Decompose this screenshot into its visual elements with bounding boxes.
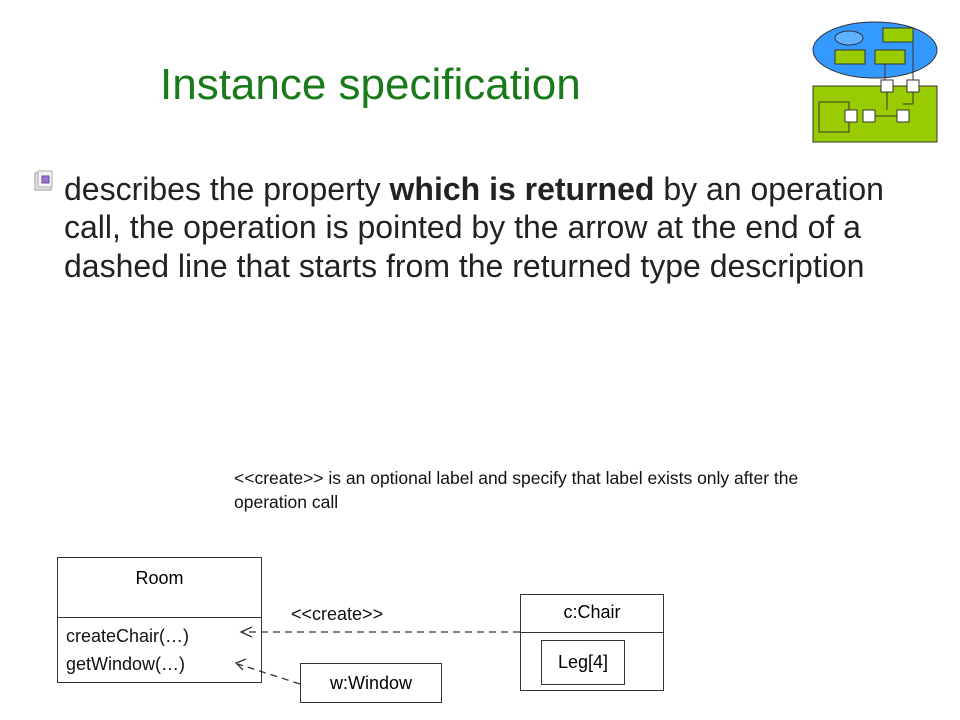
operation-get-window: getWindow(…) — [66, 654, 186, 674]
logo-diagram-icon — [812, 21, 938, 143]
leg-part-box: Leg[4] — [541, 640, 625, 685]
room-class-name: Room — [58, 558, 261, 618]
bullet-text-part1: describes the property — [64, 171, 390, 207]
create-label-note: <<create>> is an optional label and spec… — [234, 468, 799, 513]
window-instance-box: w:Window — [300, 663, 442, 703]
room-class-box: Room createChair(…) getWindow(…) — [57, 557, 262, 683]
create-chair-arrow — [239, 626, 520, 638]
bullet-text-part2: by an operation call, the operation is p… — [64, 171, 884, 284]
chair-instance-name: c:Chair — [521, 595, 663, 633]
operation-create-chair: createChair(…) — [66, 626, 190, 646]
bullet-icon — [34, 170, 53, 191]
bullet-text-bold: which is returned — [389, 171, 655, 207]
create-stereotype-label: <<create>> — [291, 604, 384, 624]
bullet-text: describes the property which is returned… — [64, 170, 894, 285]
slide-title: Instance specification — [160, 60, 581, 109]
room-operations: createChair(…) getWindow(…) — [66, 622, 189, 678]
